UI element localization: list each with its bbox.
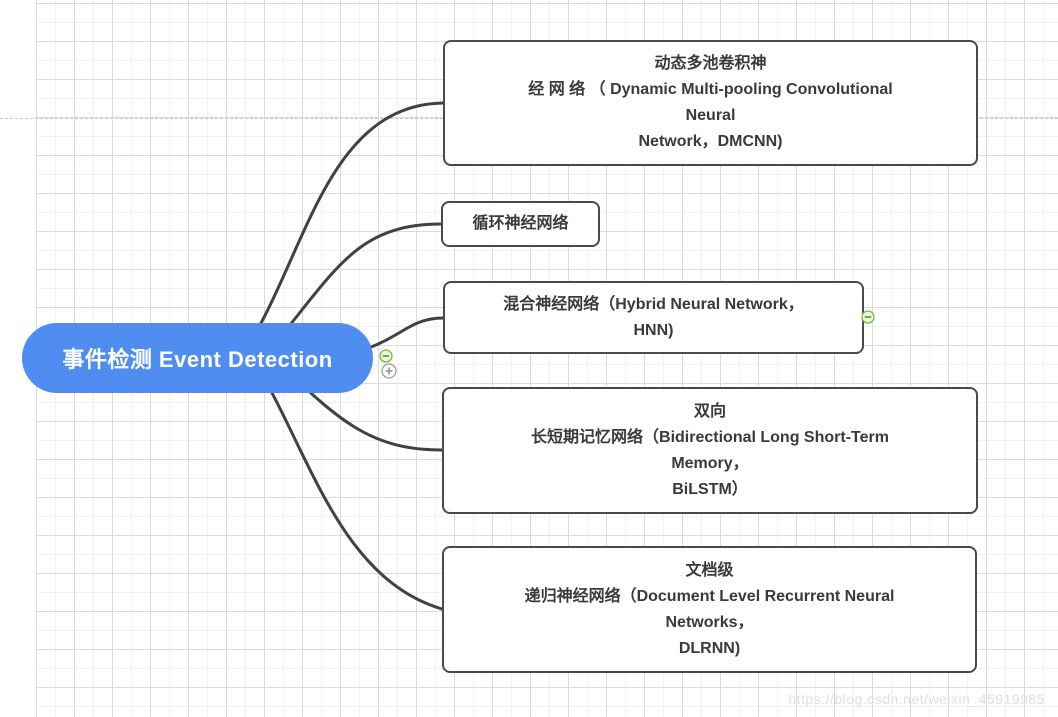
- node-text-line: Neural: [685, 107, 736, 124]
- node-rnn[interactable]: 循环神经网络: [441, 201, 600, 247]
- node-bilstm[interactable]: 双向 长短期记忆网络（Bidirectional Long Short-Term…: [442, 387, 978, 514]
- node-text-line: BiLSTM）: [672, 480, 748, 498]
- node-dlrnn[interactable]: 文档级 递归神经网络（Document Level Recurrent Neur…: [442, 546, 977, 673]
- csdn-watermark: https://blog.csdn.net/weixin_45919985: [788, 691, 1045, 707]
- root-collapse-minus-icon[interactable]: [379, 349, 393, 363]
- hnn-collapse-minus-icon[interactable]: [861, 310, 875, 324]
- node-text-line: DLRNN): [678, 639, 741, 657]
- node-text-line: Network，DMCNN): [638, 133, 783, 150]
- node-text-line: 双向: [693, 402, 726, 420]
- connector-root-dlrnn: [253, 361, 444, 611]
- node-text-line: 动态多池卷积神: [654, 55, 767, 72]
- connector-root-dmcnn: [243, 101, 445, 352]
- node-text-line: 递归神经网络（Document Level Recurrent Neural: [524, 587, 895, 605]
- node-text-line: 文档级: [685, 561, 734, 579]
- node-text-line: Networks，: [665, 613, 754, 631]
- node-text-line: 混合神经网络（Hybrid Neural Network，: [503, 295, 804, 313]
- node-text-line: Memory，: [671, 454, 749, 472]
- node-text-line: HNN): [633, 321, 674, 339]
- root-node-label: 事件检测 Event Detection: [62, 347, 333, 372]
- node-hnn[interactable]: 混合神经网络（Hybrid Neural Network， HNN): [443, 281, 864, 354]
- node-text-line: 经 网 络 （ Dynamic Multi-pooling Convolutio…: [528, 81, 893, 98]
- node-dmcnn[interactable]: 动态多池卷积神 经 网 络 （ Dynamic Multi-pooling Co…: [443, 40, 978, 166]
- root-expand-plus-icon[interactable]: [381, 363, 397, 379]
- node-text-line: 循环神经网络: [472, 215, 569, 232]
- root-node-event-detection[interactable]: 事件检测 Event Detection: [22, 323, 373, 393]
- node-text-line: 长短期记忆网络（Bidirectional Long Short-Term: [531, 428, 889, 446]
